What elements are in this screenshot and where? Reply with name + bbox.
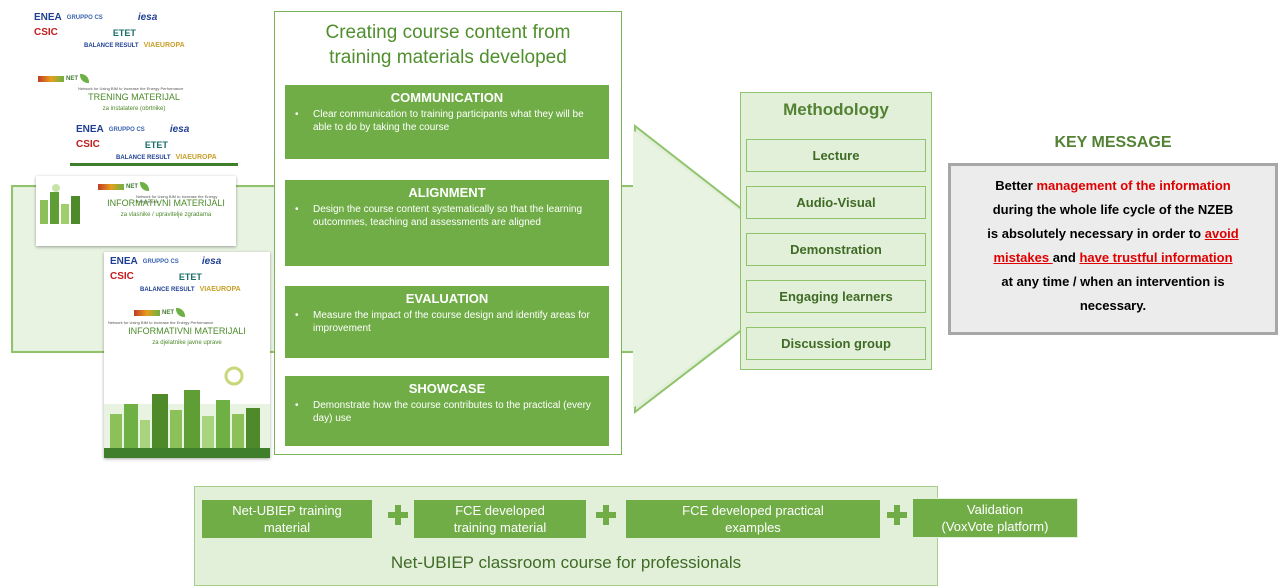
method-lecture: Lecture <box>746 139 926 172</box>
enea-logo: ENEA <box>76 124 104 135</box>
alignment-heading: ALIGNMENT <box>408 185 486 200</box>
csic-logo: CSIC <box>110 271 134 282</box>
brochure-informativni-vlasnike: NET Network for Using BIM to Increase th… <box>36 176 236 246</box>
brochure-title: TRENING MATERIJAL <box>88 92 180 102</box>
course-content-panel: Creating course content from training ma… <box>274 11 622 455</box>
viaeuropa-logo: VIAEUROPA <box>199 286 241 293</box>
evaluation-box: EVALUATION •Measure the impact of the co… <box>285 286 609 358</box>
etet-logo: ETET <box>178 271 202 282</box>
key-message-highlight-1: management of the information <box>1036 178 1231 193</box>
brochure-title: INFORMATIVNI MATERIJALI <box>128 326 246 336</box>
key-message-text-4: and <box>1052 250 1080 265</box>
enea-logo: ENEA <box>34 12 62 23</box>
brochure-subtitle: za instalatere (obrtnike) <box>102 106 166 112</box>
net-ubiep-logo: NET <box>98 182 149 191</box>
viaeuropa-logo: VIAEUROPA <box>175 154 217 161</box>
brochure-title: INFORMATIVNI MATERIJALI <box>107 198 225 208</box>
classroom-course-title: Net-UBIEP classroom course for professio… <box>390 553 742 572</box>
csic-logo: CSIC <box>76 139 100 150</box>
key-message-text-6: necessary. <box>1079 298 1147 313</box>
evaluation-bullet: Measure the impact of the course design … <box>313 310 590 334</box>
showcase-heading: SHOWCASE <box>408 381 486 396</box>
brochure-tagline: Network for Using BIM to Increase the En… <box>136 194 218 204</box>
brochure-informativni-javne-uprave: ENEA GRUPPO CS iesa CSIC ETET BALANCE RE… <box>104 252 270 458</box>
validation-line2: (VoxVote platform) <box>941 519 1049 534</box>
method-engaging-learners: Engaging learners <box>746 280 926 313</box>
key-message-highlight-2: avoid <box>1204 226 1239 241</box>
viaeuropa-logo: VIAEUROPA <box>143 42 185 49</box>
city-illustration <box>104 364 270 458</box>
course-content-title: Creating course content from training ma… <box>275 20 621 70</box>
key-message-text-3: is absolutely necessary in order to <box>987 226 1205 241</box>
netubiep-training-material-line1: Net-UBIEP training <box>232 503 342 518</box>
alignment-box: ALIGNMENT •Design the course content sys… <box>285 180 609 266</box>
netubiep-training-material-box: Net-UBIEP training material <box>201 499 373 539</box>
fce-practical-examples-line2: examples <box>725 520 781 535</box>
net-ubiep-logo: NET <box>134 308 185 317</box>
gruppo-logo: GRUPPO CS <box>66 14 103 21</box>
csic-logo: CSIC <box>34 27 58 38</box>
partner-logos: ENEA GRUPPO CS iesa CSIC ETET BALANCE RE… <box>110 256 264 296</box>
iesa-logo: iesa <box>201 256 222 267</box>
communication-bullet: Clear communication to training particip… <box>313 109 584 133</box>
fce-training-material-line2: training material <box>453 520 547 535</box>
key-message-highlight-3: mistakes <box>993 250 1053 265</box>
brochure-subtitle: za vlasnike / upravitelje zgradama <box>120 212 212 218</box>
partner-logos: ENEA GRUPPO CS iesa CSIC ETET BALANCE RE… <box>76 124 232 164</box>
validation-box: Validation (VoxVote platform) <box>912 498 1078 538</box>
plus-icon <box>887 505 907 525</box>
etet-logo: ETET <box>112 27 136 38</box>
method-audio-visual: Audio-Visual <box>746 186 926 219</box>
balance-result-logo: BALANCE RESULT <box>116 154 171 161</box>
communication-heading: COMMUNICATION <box>390 90 504 105</box>
etet-logo: ETET <box>144 139 168 150</box>
course-content-title-line1: Creating course content from <box>325 22 571 43</box>
brochure-subtitle: za djelatnike javne uprave <box>152 340 222 346</box>
showcase-box: SHOWCASE •Demonstrate how the course con… <box>285 376 609 446</box>
fce-practical-examples-box: FCE developed practical examples <box>625 499 881 539</box>
brochure-tagline: Network for Using BIM to Increase the En… <box>78 86 184 91</box>
methodology-panel: Methodology Lecture Audio-Visual Demonst… <box>740 92 932 370</box>
plus-icon <box>388 505 408 525</box>
fce-training-material-line1: FCE developed <box>455 503 545 518</box>
key-message-text-2: during the whole life cycle of the NZEB <box>992 202 1234 217</box>
showcase-bullet: Demonstrate how the course contributes t… <box>313 400 591 424</box>
gruppo-logo: GRUPPO CS <box>142 258 179 265</box>
key-message-text-5: at any time / when an intervention is <box>1001 274 1225 289</box>
brochure-partner-sheet: ENEA GRUPPO CS iesa CSIC ETET BALANCE RE… <box>70 120 238 166</box>
key-message-highlight-4: have trustful information <box>1079 250 1233 265</box>
enea-logo: ENEA <box>110 256 138 267</box>
communication-box: COMMUNICATION •Clear communication to tr… <box>285 85 609 159</box>
netubiep-training-material-line2: material <box>263 520 311 535</box>
evaluation-heading: EVALUATION <box>405 291 489 306</box>
iesa-logo: iesa <box>137 12 158 23</box>
balance-result-logo: BALANCE RESULT <box>140 286 195 293</box>
key-message-text-1: Better <box>995 178 1037 193</box>
key-message-box: Better management of the information dur… <box>948 163 1278 335</box>
fce-training-material-box: FCE developed training material <box>413 499 587 539</box>
balance-result-logo: BALANCE RESULT <box>84 42 139 49</box>
gruppo-logo: GRUPPO CS <box>108 126 145 133</box>
key-message-title: KEY MESSAGE <box>1054 134 1172 151</box>
plus-icon <box>596 505 616 525</box>
method-demonstration: Demonstration <box>746 233 926 266</box>
brochure-tagline: Network for Using BIM to Increase the En… <box>108 320 214 325</box>
iesa-logo: iesa <box>169 124 190 135</box>
validation-line1: Validation <box>966 502 1024 517</box>
city-illustration <box>36 180 88 235</box>
method-discussion-group: Discussion group <box>746 327 926 360</box>
fce-practical-examples-line1: FCE developed practical <box>682 503 824 518</box>
alignment-bullet: Design the course content systematically… <box>313 204 583 228</box>
partner-logos: ENEA GRUPPO CS iesa CSIC ETET BALANCE RE… <box>34 12 234 52</box>
classroom-course-panel: Net-UBIEP training material FCE develope… <box>194 486 938 586</box>
methodology-title: Methodology <box>783 100 889 119</box>
course-content-title-line2: training materials developed <box>329 47 567 68</box>
net-ubiep-logo: NET <box>38 74 89 83</box>
